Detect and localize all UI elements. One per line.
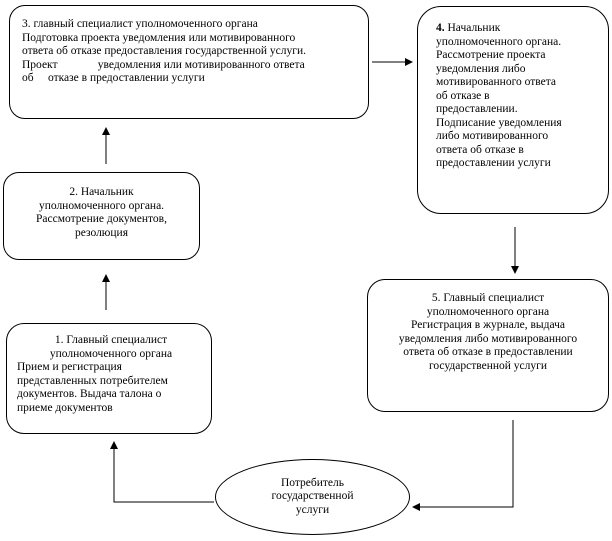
step-4-line: мотивированного ответа: [436, 76, 556, 88]
step-5-line: ответа об отказе в предоставлении: [403, 346, 573, 358]
step-1-box: 1. Главный специалист уполномоченного ор…: [6, 323, 212, 434]
step-4-title: 4. Начальник: [436, 22, 596, 36]
step-3-line: об отказе в предоставлении услуги: [22, 72, 205, 84]
step-5-line: 5. Главный специалист: [431, 292, 545, 304]
step-2-line: резолюция: [75, 226, 128, 239]
step-4-line: либо мотивированного: [436, 130, 549, 142]
consumer-line: услуги: [295, 503, 330, 516]
step-4-line: уведомления либо: [436, 62, 526, 75]
step-2-line: уполномоченного органа.: [38, 199, 165, 212]
arrow-5-to-consumer: [412, 420, 514, 511]
step-4-line: ответа об отказе в: [436, 143, 524, 156]
step-3-line: Подготовка проекта уведомления или мотив…: [22, 31, 296, 44]
step-4-line: Рассмотрение проекта: [436, 49, 546, 61]
step-5-line: Регистрация в журнале, выдача: [410, 319, 566, 331]
step-2-box: 2. Начальник уполномоченного органа. Рас…: [3, 172, 200, 260]
step-4-line: об отказе в: [436, 89, 490, 102]
step-4-number: 4.: [436, 22, 445, 34]
step-4-line: Начальник: [444, 22, 501, 34]
consumer-line: государственной: [271, 490, 354, 503]
consumer-line: Потребитель: [280, 476, 345, 489]
arrow-consumer-to-1: [110, 441, 214, 503]
step-1-line: уполномоченного органа: [49, 347, 173, 360]
step-3-box: 3. главный специалист уполномоченного ор…: [9, 5, 369, 119]
step-2-line: Рассмотрение документов,: [36, 213, 167, 225]
step-5-line: уполномоченного органа: [426, 305, 550, 318]
step-4-line: уполномоченного органа.: [436, 35, 562, 48]
step-5-box: 5. Главный специалист уполномоченного ор…: [367, 279, 609, 412]
step-5-line: государственной услуги: [428, 359, 548, 372]
step-1-line: приеме документов: [17, 401, 113, 414]
step-2-line: 2. Начальник: [69, 186, 134, 198]
step-4-line: предоставлении услуги: [436, 157, 551, 169]
step-4-box: 4. Начальник уполномоченного органа. Рас…: [417, 6, 609, 214]
step-3-line: 3. главный специалист уполномоченного ор…: [22, 18, 258, 30]
step-3-line: Проект уведомления или мотивированного о…: [22, 58, 305, 71]
step-5-line: уведомления либо мотивированного: [398, 332, 578, 345]
step-1-line: документов. Выдача талона о: [17, 388, 162, 400]
consumer-ellipse: Потребитель государственной услуги: [215, 459, 410, 535]
step-1-line: Прием и регистрация: [17, 361, 122, 373]
step-4-line: Подписание уведомления: [436, 116, 562, 129]
step-3-line: ответа об отказе предоставления государс…: [22, 45, 307, 57]
step-1-line: представленных потребителем: [17, 374, 168, 387]
step-1-line: 1. Главный специалист: [54, 334, 168, 346]
step-4-line: предоставлении.: [436, 103, 518, 115]
